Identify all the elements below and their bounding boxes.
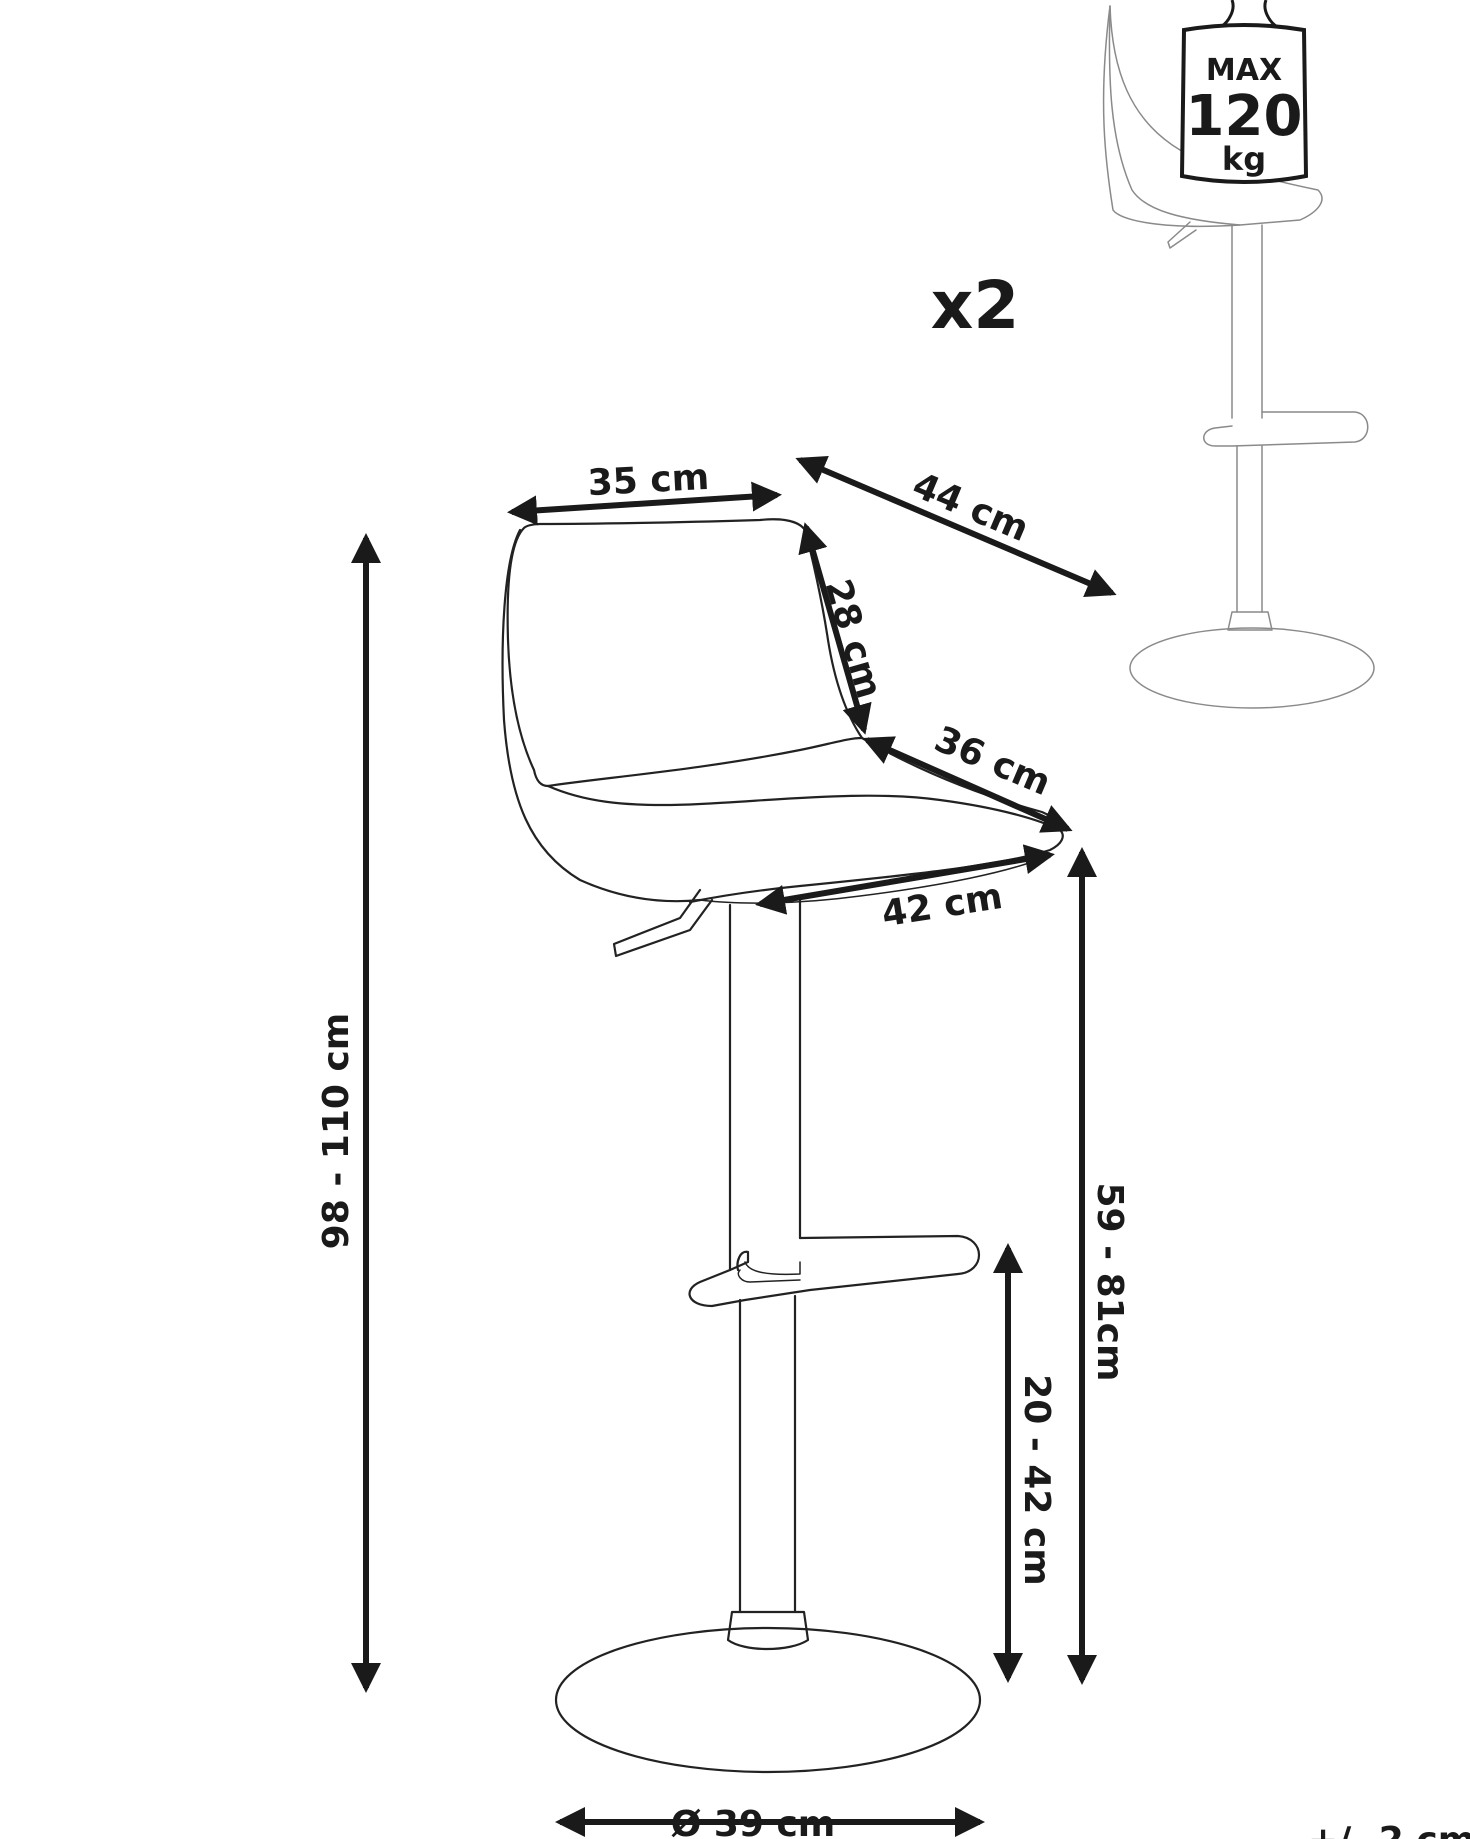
max-load-value: 120 (1186, 84, 1303, 149)
seat-width-label: 42 cm (879, 876, 1005, 935)
main-stool-shell (501, 528, 702, 903)
seat-depth-label: 36 cm (929, 719, 1057, 804)
seat-depth-arrow (862, 736, 1073, 833)
reference-stool-shell (1108, 5, 1241, 226)
base-diameter-label: Ø 39 cm (671, 1804, 836, 1839)
max-load-unit: kg (1222, 140, 1266, 178)
total-height-label: 98 - 110 cm (316, 1013, 357, 1250)
footrest-height-label: 20 - 42 cm (1016, 1374, 1057, 1586)
max-load-badge: MAX 120 kg (1179, 0, 1309, 184)
depth-label: 44 cm (907, 465, 1035, 550)
reference-stool-back (1102, 5, 1323, 228)
reference-stool-lever (1167, 221, 1197, 249)
back-width-label: 35 cm (587, 457, 710, 504)
back-width-arrow (507, 481, 782, 526)
reference-stool-base (1129, 627, 1375, 709)
main-stool-lever (612, 888, 714, 958)
reference-stool-drawing (1102, 5, 1375, 709)
depth-arrow (795, 456, 1117, 597)
main-stool-backrest (506, 518, 864, 788)
tolerance-note: +/- 2 cm (1308, 1820, 1470, 1839)
reference-stool-footrest (1203, 411, 1369, 447)
seat-height-label: 59 - 81cm (1089, 1182, 1130, 1381)
back-height-arrow (798, 522, 872, 735)
main-stool-footrest (688, 1234, 981, 1308)
max-load-label: MAX (1206, 53, 1282, 88)
main-stool-drawing (501, 518, 1064, 1774)
seat-width-arrow (755, 844, 1055, 915)
quantity-multiplier: x2 (931, 267, 1020, 344)
main-stool-base (554, 1626, 982, 1774)
